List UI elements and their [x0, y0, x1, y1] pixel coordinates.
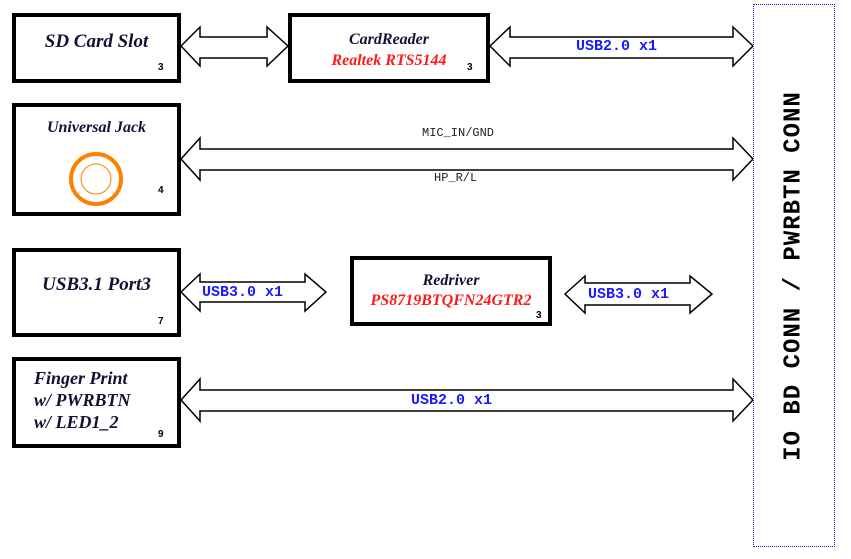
signal-label-redriver-usb3: USB3.0 x1	[588, 286, 670, 303]
universal-jack-title: Universal Jack	[46, 119, 147, 136]
audio-jack-icon	[69, 152, 123, 206]
arrow-usb3-left	[179, 272, 328, 313]
redriver-page: 3	[536, 310, 542, 321]
usb-port-page: 7	[158, 316, 164, 327]
sd-card-slot-page: 3	[158, 62, 164, 73]
arrow-redriver-to-conn	[563, 274, 714, 315]
redriver-part-number: PS8719BTQFN24GTR2	[370, 292, 532, 309]
redriver-title: Redriver	[422, 272, 480, 289]
net-label-mic-in-gnd: MIC_IN/GND	[422, 126, 495, 140]
finger-print-line-1: Finger Print	[34, 368, 128, 388]
finger-print-page: 9	[158, 429, 164, 440]
cardreader-block: CardReader Realtek RTS5144 3	[288, 13, 490, 83]
signal-label-fingerprint-usb2: USB2.0 x1	[411, 392, 493, 409]
usb-port-title: USB3.1 Port3	[42, 274, 151, 295]
cardreader-page: 3	[467, 62, 473, 73]
cardreader-title: CardReader	[349, 31, 429, 48]
usb-port-block: USB3.1 Port3 7	[12, 248, 181, 337]
sd-card-slot-block: SD Card Slot 3	[12, 13, 181, 83]
io-bd-connector-label: IO BD CONN / PWRBTN CONN	[780, 90, 808, 461]
signal-label-usb-port-usb3: USB3.0 x1	[202, 284, 284, 301]
cardreader-part-number: Realtek RTS5144	[331, 52, 447, 69]
finger-print-line-2: w/ PWRBTN	[34, 390, 131, 410]
finger-print-line-3: w/ LED1_2	[34, 412, 119, 432]
signal-label-cardreader-usb2: USB2.0 x1	[576, 38, 658, 55]
net-label-hp-r-l: HP_R/L	[434, 171, 478, 185]
sd-card-slot-title: SD Card Slot	[44, 31, 149, 52]
io-bd-connector: IO BD CONN / PWRBTN CONN	[753, 4, 835, 547]
universal-jack-block: Universal Jack 4	[12, 103, 181, 216]
universal-jack-page: 4	[158, 185, 164, 196]
finger-print-block: Finger Print w/ PWRBTN w/ LED1_2 9	[12, 357, 181, 448]
redriver-block: Redriver PS8719BTQFN24GTR2 3	[350, 256, 552, 326]
